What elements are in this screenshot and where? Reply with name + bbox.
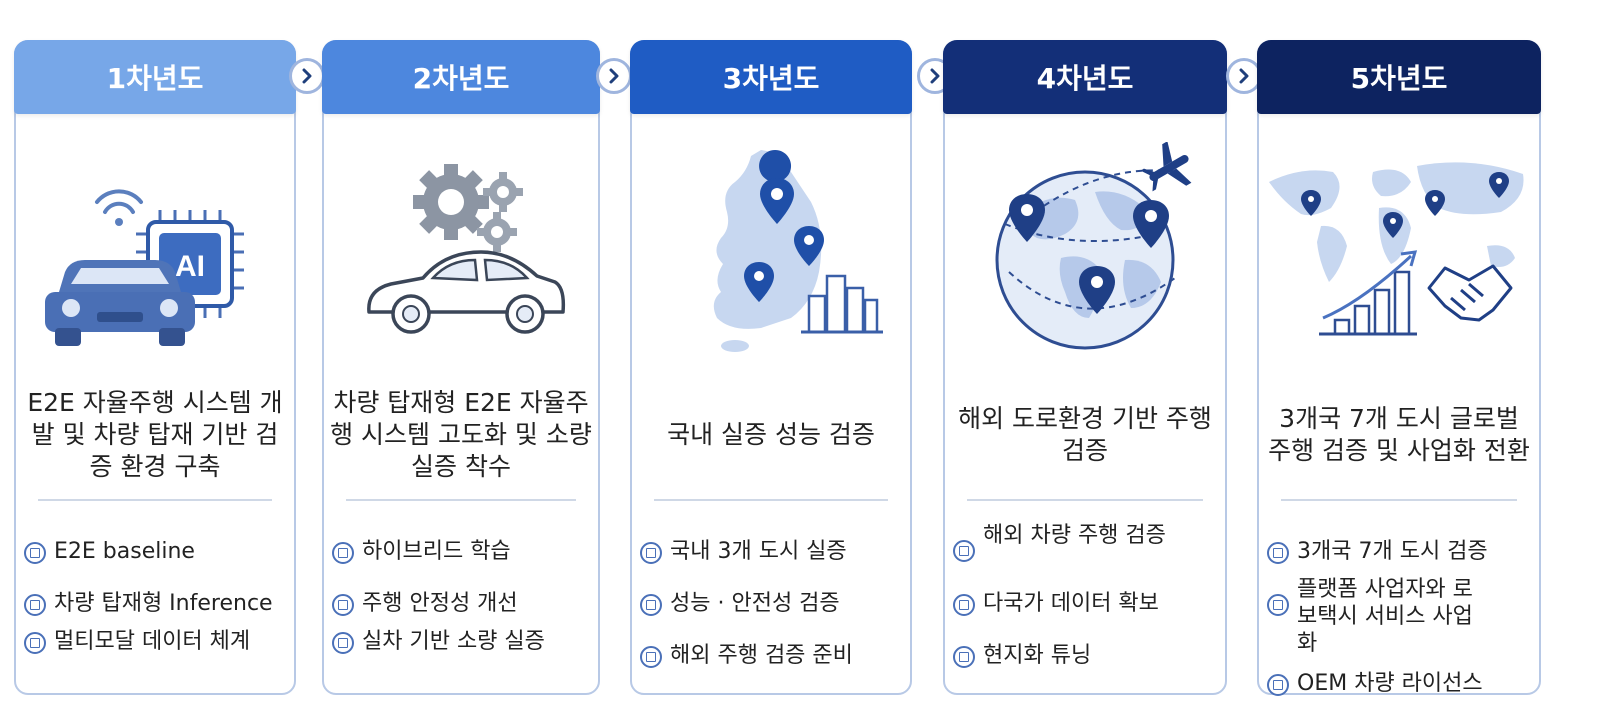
- bullet-icon: [1267, 542, 1289, 564]
- list-item: 하이브리드 학습: [332, 538, 592, 565]
- car-ai-chip-icon: AI: [16, 142, 294, 362]
- stage-card-year1: 1차년도 AI: [14, 40, 296, 695]
- item-text: 성능 · 안전성 검증: [670, 591, 840, 616]
- list-item: 실차 기반 소량 실증: [332, 628, 592, 655]
- divider: [346, 499, 576, 501]
- list-item: OEM 차량 라이선스: [1267, 670, 1533, 697]
- bullet-icon: [1267, 594, 1289, 616]
- stage-card-year5: 5차년도: [1257, 40, 1541, 697]
- chevron-right-icon: [289, 58, 325, 94]
- stage-header-year4: 4차년도: [943, 40, 1227, 114]
- divider: [654, 499, 888, 501]
- bullet-icon: [640, 594, 662, 616]
- item-text: 3개국 7개 도시 검증: [1297, 539, 1488, 564]
- stage-year-label: 2차년도: [412, 62, 510, 95]
- bullet-icon: [24, 594, 46, 616]
- item-text: 해외 차량 주행 검증: [983, 523, 1166, 548]
- map-pin-icon: [1301, 190, 1321, 216]
- chevron-right-icon: [596, 58, 632, 94]
- item-text: 주행 안정성 개선: [362, 591, 518, 616]
- bullet-icon: [1267, 674, 1289, 696]
- list-item: 플랫폼 사업자와 로보택시 서비스 사업화: [1267, 576, 1533, 657]
- item-text: 해외 주행 검증 준비: [670, 643, 853, 668]
- list-item: 차량 탑재형 Inference: [24, 590, 288, 617]
- item-text: 국내 3개 도시 실증: [670, 539, 847, 564]
- bullet-icon: [640, 646, 662, 668]
- stage-card-year3: 3차년도: [630, 40, 912, 695]
- stage-year-label: 1차년도: [106, 62, 204, 95]
- bullet-icon: [953, 594, 975, 616]
- globe-airplane-icon: [945, 142, 1225, 362]
- list-item: 3개국 7개 도시 검증: [1267, 538, 1533, 565]
- item-text: 현지화 튜닝: [983, 643, 1092, 668]
- item-text: 차량 탑재형 Inference: [54, 591, 273, 616]
- chip-label: AI: [175, 250, 205, 283]
- bullet-icon: [640, 542, 662, 564]
- stage-title: 국내 실증 성능 검증: [667, 419, 875, 449]
- stage-title: E2E 자율주행 시스템 개발 및 차량 탑재 기반 검증 환경 구축: [27, 387, 283, 481]
- list-item: 해외 차량 주행 검증: [953, 522, 1219, 562]
- list-item: 다국가 데이터 확보: [953, 590, 1219, 617]
- stage-title: 차량 탑재형 E2E 자율주행 시스템 고도화 및 소량 실증 착수: [330, 387, 592, 481]
- world-map-growth-handshake-icon: [1259, 142, 1539, 362]
- divider: [38, 499, 272, 501]
- stage-card-year2: 2차년도: [322, 40, 600, 695]
- list-item: 주행 안정성 개선: [332, 590, 592, 617]
- bullet-icon: [953, 540, 975, 562]
- korea-map-pins-icon: [632, 142, 910, 362]
- stage-title: 3개국 7개 도시 글로벌 주행 검증 및 사업화 전환: [1268, 403, 1530, 465]
- bullet-icon: [24, 632, 46, 654]
- stage-year-label: 5차년도: [1350, 62, 1448, 95]
- list-item: 멀티모달 데이터 체계: [24, 628, 288, 655]
- list-item: 현지화 튜닝: [953, 642, 1219, 669]
- item-text: OEM 차량 라이선스: [1297, 671, 1483, 696]
- bullet-icon: [24, 542, 46, 564]
- item-text: 멀티모달 데이터 체계: [54, 629, 251, 654]
- item-text: 하이브리드 학습: [362, 539, 511, 564]
- stage-header-year3: 3차년도: [630, 40, 912, 114]
- stage-header-year1: 1차년도: [14, 40, 296, 114]
- bullet-icon: [332, 594, 354, 616]
- stage-year-label: 3차년도: [722, 62, 820, 95]
- item-text: 다국가 데이터 확보: [983, 591, 1159, 616]
- stage-card-year4: 4차년도: [943, 40, 1227, 695]
- bullet-icon: [332, 632, 354, 654]
- divider: [967, 499, 1203, 501]
- list-item: 해외 주행 검증 준비: [640, 642, 904, 669]
- list-item: 성능 · 안전성 검증: [640, 590, 904, 617]
- item-text: 플랫폼 사업자와 로보택시 서비스 사업화: [1297, 577, 1473, 656]
- stage-header-year2: 2차년도: [322, 40, 600, 114]
- item-text: E2E baseline: [54, 539, 195, 564]
- car-gears-icon: [324, 142, 598, 362]
- item-text: 실차 기반 소량 실증: [362, 629, 545, 654]
- divider: [1281, 499, 1517, 501]
- map-pin-icon: [760, 178, 794, 224]
- list-item: E2E baseline: [24, 538, 288, 565]
- stage-title: 해외 도로환경 기반 주행 검증: [958, 403, 1212, 465]
- bullet-icon: [953, 646, 975, 668]
- stage-header-year5: 5차년도: [1257, 40, 1541, 114]
- stage-year-label: 4차년도: [1036, 62, 1134, 95]
- list-item: 국내 3개 도시 실증: [640, 538, 904, 565]
- bullet-icon: [332, 542, 354, 564]
